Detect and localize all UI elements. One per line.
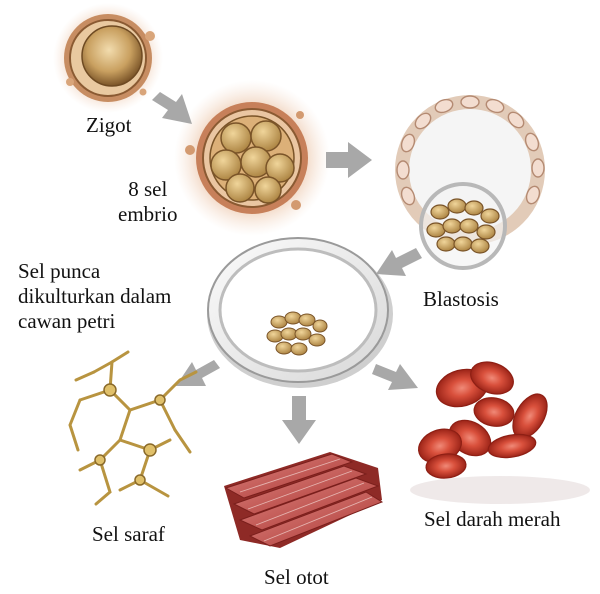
- label-embryo-line2: embrio: [118, 202, 178, 226]
- blastocyst-illustration: [395, 95, 545, 270]
- label-culture-line3: cawan petri: [18, 309, 116, 333]
- red-blood-cells-illustration: [410, 361, 590, 504]
- arrow-zygote-to-embryo: [152, 92, 192, 124]
- label-embryo-line1: 8 sel: [128, 177, 168, 201]
- petri-dish-illustration: [207, 237, 393, 388]
- label-zygote: Zigot: [86, 113, 132, 137]
- muscle-cells-illustration: [224, 452, 384, 548]
- label-embryo: 8 sel embrio: [118, 177, 177, 227]
- label-culture-line2: dikulturkan dalam: [18, 284, 172, 308]
- label-blastocyst: Blastosis: [423, 287, 499, 311]
- zygote-illustration: [53, 3, 163, 113]
- arrow-dish-to-blood: [372, 364, 418, 390]
- label-culture: Sel punca dikulturkan dalam cawan petri: [18, 259, 171, 334]
- arrow-dish-to-nerve: [176, 360, 220, 386]
- label-muscle: Sel otot: [264, 565, 329, 589]
- nerve-cells-illustration: [68, 350, 198, 506]
- embryo-illustration: [174, 80, 330, 236]
- arrow-embryo-to-blastocyst: [326, 142, 372, 178]
- label-blood: Sel darah merah: [424, 507, 561, 531]
- label-culture-line1: Sel punca: [18, 259, 101, 283]
- process-arrows: [152, 92, 422, 444]
- label-nerve: Sel saraf: [92, 522, 165, 546]
- arrow-dish-to-muscle: [282, 396, 316, 444]
- arrow-blastocyst-to-dish: [376, 248, 422, 276]
